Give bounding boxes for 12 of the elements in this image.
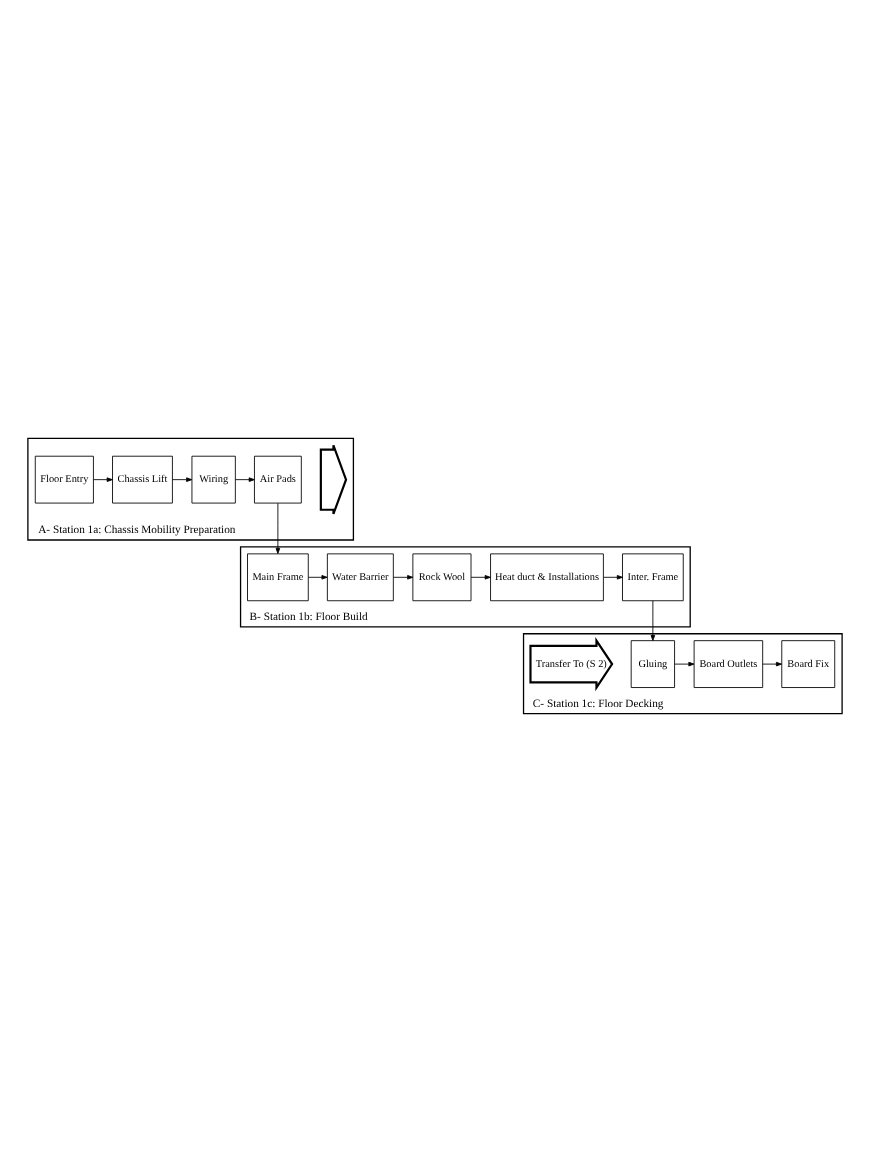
- arrow: [275, 501, 281, 553]
- arrow: [93, 476, 113, 481]
- arrow: [603, 574, 623, 579]
- arrow: [674, 660, 695, 666]
- node-arrow: [319, 443, 348, 515]
- arrow: [308, 574, 328, 579]
- arrow: [762, 660, 782, 666]
- arrow: [650, 599, 656, 640]
- arrow: [470, 574, 491, 579]
- arrow: [235, 476, 255, 481]
- arrow: [172, 476, 193, 481]
- arrow: [393, 574, 414, 579]
